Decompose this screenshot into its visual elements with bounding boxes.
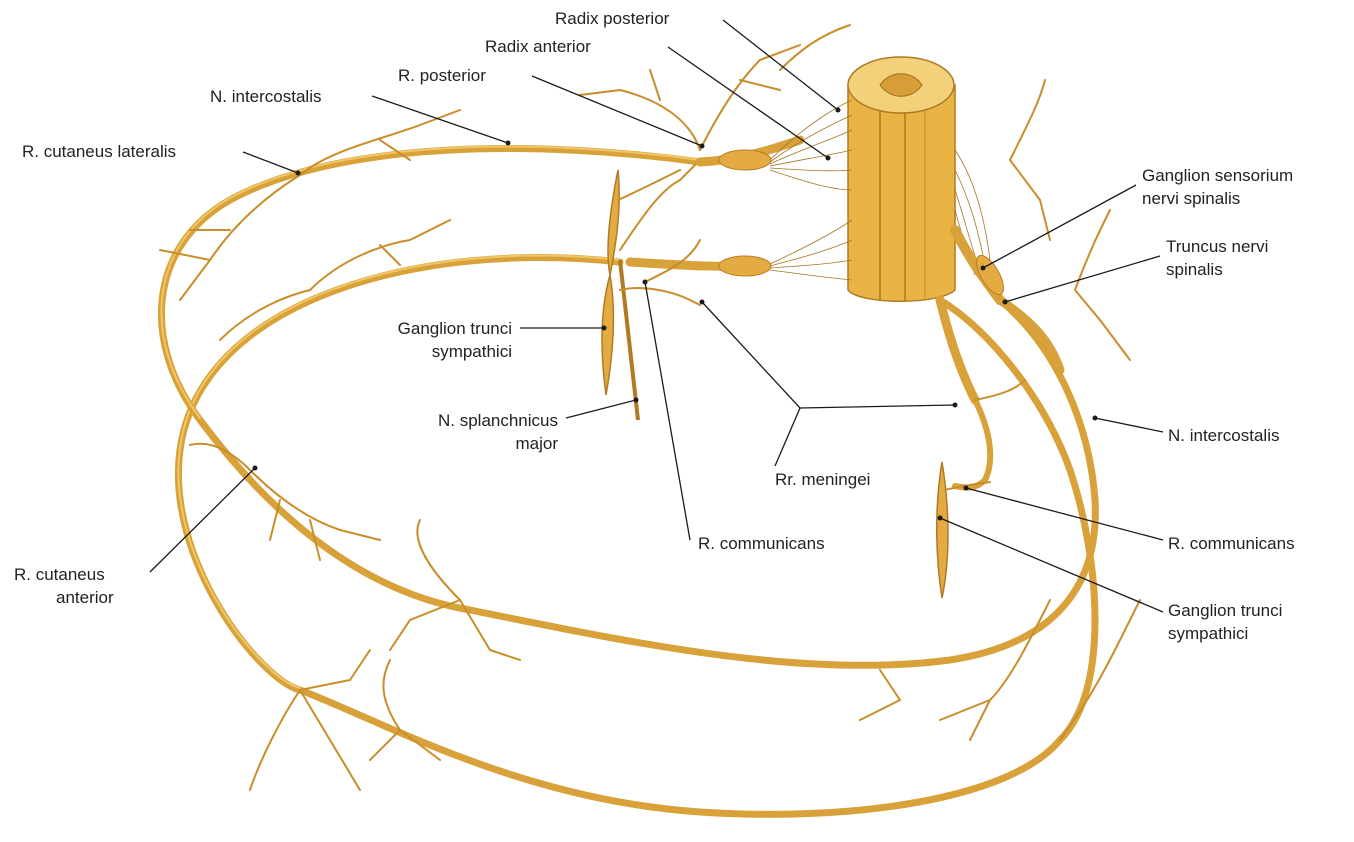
label-ganglion-trunci-right: Ganglion trunci <box>1168 601 1282 620</box>
label-ganglion-sensorium: Ganglion sensorium <box>1142 166 1293 185</box>
label-radix-anterior: Radix anterior <box>485 37 591 56</box>
label-n-intercostalis-right: N. intercostalis <box>1168 426 1279 445</box>
lower-spinal-ganglion <box>719 256 771 276</box>
posterior-rami <box>580 25 850 250</box>
label-truncus-nervi-spinalis: Truncus nervi <box>1166 237 1268 256</box>
label-truncus-nervi-spinalis-line2: spinalis <box>1166 260 1223 279</box>
label-n-splanchnicus-line2: major <box>515 434 558 453</box>
leader-lines <box>150 20 1163 612</box>
spinal-cord <box>848 57 955 302</box>
label-r-communicans-right: R. communicans <box>1168 534 1295 553</box>
label-r-cutaneus-anterior-line2: anterior <box>56 588 114 607</box>
label-n-splanchnicus: N. splanchnicus <box>438 411 558 430</box>
label-r-cutaneus-anterior: R. cutaneus <box>14 565 105 584</box>
label-r-communicans-center: R. communicans <box>698 534 825 553</box>
label-ganglion-sensorium-line2: nervi spinalis <box>1142 189 1240 208</box>
label-n-intercostalis-left: N. intercostalis <box>210 87 321 106</box>
label-ganglion-trunci-left: Ganglion trunci <box>398 319 512 338</box>
label-r-cutaneus-lateralis: R. cutaneus lateralis <box>22 142 176 161</box>
lower-intercostal-nerve <box>178 256 1095 815</box>
label-r-posterior: R. posterior <box>398 66 486 85</box>
upper-spinal-ganglion <box>719 150 771 170</box>
label-ganglion-trunci-left-line2: sympathici <box>432 342 512 361</box>
label-radix-posterior: Radix posterior <box>555 9 670 28</box>
lateral-cutaneous-branches <box>160 80 1140 790</box>
labels: Radix posterior Radix anterior R. poster… <box>14 9 1295 643</box>
right-nerve-root <box>940 230 1060 488</box>
right-sympathetic-trunk <box>937 462 990 598</box>
label-rr-meningei: Rr. meningei <box>775 470 870 489</box>
label-ganglion-trunci-right-line2: sympathici <box>1168 624 1248 643</box>
